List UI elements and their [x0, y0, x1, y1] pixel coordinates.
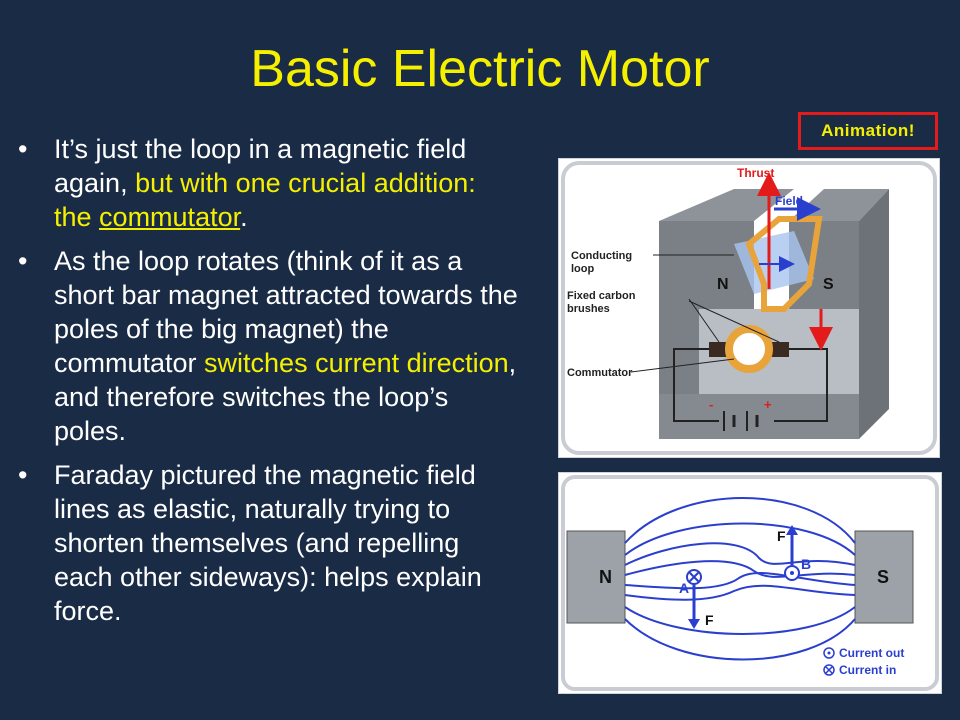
bullet-icon: •	[18, 246, 28, 276]
conducting-loop-shape	[745, 216, 823, 312]
thrust-label: Thrust	[737, 166, 774, 180]
field-pole-n-label: N	[599, 567, 612, 587]
pole-s-label: S	[823, 276, 834, 293]
field-label: Field	[775, 194, 803, 208]
field-region	[734, 231, 814, 294]
magnet-base	[659, 394, 859, 439]
magnet-s-block	[854, 530, 914, 624]
bullet-item-1: • It’s just the loop in a magnetic field…	[18, 132, 518, 234]
circuit-wire-left	[673, 348, 719, 422]
leader-line	[688, 300, 780, 343]
commutator-ring	[725, 325, 773, 373]
magnet-top-left	[659, 189, 794, 221]
bullet-item-3: • Faraday pictured the magnetic field li…	[18, 458, 518, 628]
battery-minus: -	[709, 397, 713, 412]
label-b: B	[801, 556, 811, 572]
bullet-item-2: • As the loop rotates (think of it as a …	[18, 244, 518, 448]
battery-icon	[723, 411, 759, 431]
leader-line	[688, 298, 720, 343]
battery-plus: +	[764, 397, 772, 412]
slide-title: Basic Electric Motor	[250, 40, 710, 98]
field-pole-s-label: S	[877, 567, 889, 587]
field-lines-diagram: N S A B F F Current out Current in	[558, 472, 942, 694]
bullet-list: • It’s just the loop in a magnetic field…	[18, 132, 518, 638]
bullet-2-highlight: switches current direction	[204, 348, 509, 378]
bullet-2-text: As the loop rotates (think of it as a sh…	[54, 246, 518, 378]
bullet-2-end: , and therefore switches the loop’s pole…	[54, 348, 517, 446]
bullet-3-text: Faraday pictured the magnetic field line…	[54, 460, 482, 626]
circuit-wire-right	[774, 348, 828, 422]
field-lines	[624, 497, 856, 661]
animation-button[interactable]: Animation!	[798, 112, 938, 150]
legend-current-out: Current out	[839, 646, 904, 660]
bullet-icon: •	[18, 460, 28, 490]
force-f-bottom-label: F	[705, 612, 714, 628]
leader-line	[630, 358, 735, 373]
legend-current-in: Current in	[839, 663, 896, 677]
bullet-icon: •	[18, 134, 28, 164]
force-f-top-label: F	[777, 528, 786, 544]
label-a: A	[679, 580, 689, 596]
bullet-1-text: It’s just the loop in a magnetic field a…	[54, 134, 467, 198]
magnet-n-block	[566, 530, 626, 624]
bullet-1-highlight: but with one crucial addition: the	[54, 168, 476, 232]
commutator-link[interactable]: commutator	[99, 202, 241, 232]
legend: Current out Current in	[823, 646, 904, 677]
commutator-label: Commutator	[567, 367, 633, 379]
pole-n-label: N	[717, 276, 729, 293]
bullet-1-end: .	[240, 202, 248, 232]
